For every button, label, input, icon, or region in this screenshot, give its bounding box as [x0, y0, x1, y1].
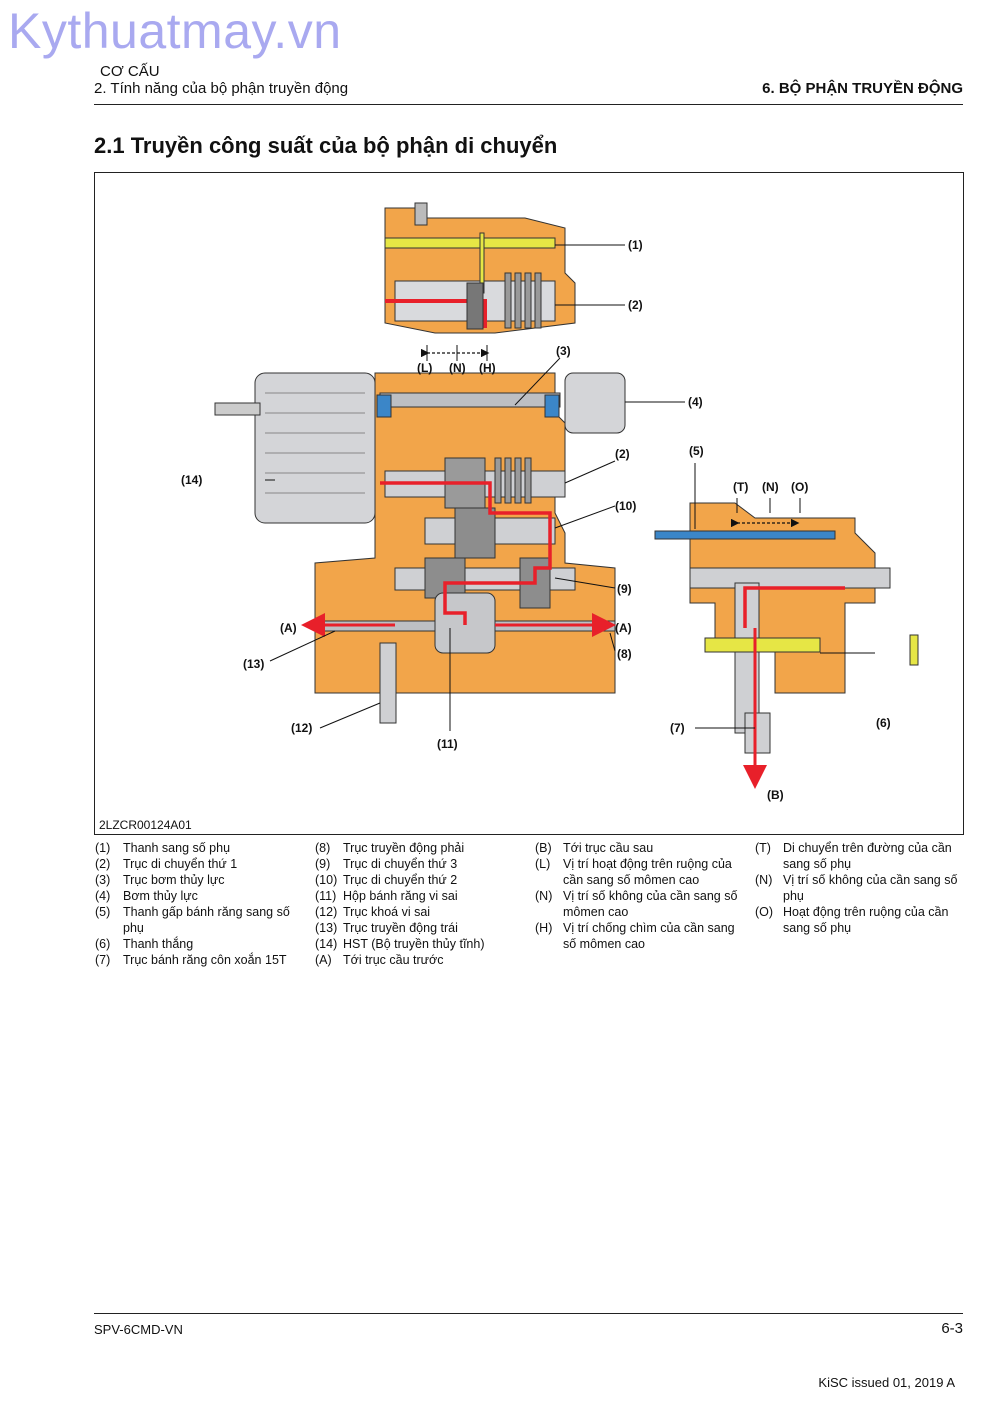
legend-item: (O)Hoạt động trên ruộng của cần sang số …	[755, 905, 949, 935]
footer-divider	[94, 1313, 963, 1314]
legend-item: (5)Thanh gấp bánh răng sang số phụ	[95, 905, 290, 935]
callout-10: (10)	[615, 499, 636, 513]
callout-1: (1)	[628, 238, 643, 252]
hst-block	[214, 372, 376, 524]
figure-code: 2LZCR00124A01	[99, 818, 192, 832]
header-divider	[94, 104, 963, 105]
watermark: Kythuatmay.vn	[8, 3, 342, 59]
header-section: CƠ CẤU	[100, 63, 160, 80]
top-housing	[384, 202, 576, 334]
right-assembly	[654, 502, 919, 789]
callout-8: (8)	[617, 647, 632, 661]
tno-indicator	[731, 498, 801, 528]
legend-item: (T)Di chuyển trên đường của cần sang số …	[755, 841, 952, 871]
callout-9: (9)	[617, 582, 632, 596]
callout-B: (B)	[767, 788, 784, 802]
legend-column-1: (1)Thanh sang số phụ (2)Trục di chuyển t…	[95, 840, 310, 968]
callout-L: (L)	[417, 361, 432, 375]
callout-A-right: (A)	[615, 621, 632, 635]
callout-3: (3)	[556, 344, 571, 358]
legend-item: (12)Trục khoá vi sai	[315, 905, 431, 919]
callout-H: (H)	[479, 361, 496, 375]
main-housing	[314, 372, 626, 724]
callout-13: (13)	[243, 657, 264, 671]
callout-T: (T)	[733, 480, 748, 494]
callout-4: (4)	[688, 395, 703, 409]
legend-item: (9)Trục di chuyển thứ 3	[315, 857, 458, 871]
callout-2a: (2)	[628, 298, 643, 312]
legend-item: (6)Thanh thắng	[95, 937, 194, 951]
diagram-drawing: (1) (2) (L) (N) (H) (3) (4) (5) (2) (14)…	[181, 202, 919, 802]
transmission-diagram: (1) (2) (L) (N) (H) (3) (4) (5) (2) (14)…	[94, 172, 964, 835]
legend-item: (3)Trục bơm thủy lực	[95, 873, 225, 887]
footer-issue: KiSC issued 01, 2019 A	[818, 1375, 955, 1390]
callout-N2: (N)	[762, 480, 779, 494]
legend-item: (1)Thanh sang số phụ	[95, 841, 231, 855]
legend-item: (7)Trục bánh răng côn xoắn 15T	[95, 953, 287, 967]
legend-column-3: (B)Tới trục cầu sau (L)Vị trí hoạt động …	[535, 840, 750, 952]
legend-item: (10)Trục di chuyển thứ 2	[315, 873, 458, 887]
legend-item: (H)Vị trí chống chìm của cần sang số môm…	[535, 921, 735, 951]
legend-item: (14)HST (Bộ truyền thủy tĩnh)	[315, 937, 485, 951]
callout-2b: (2)	[615, 447, 630, 461]
legend-item: (N)Vị trí số không của cần sang số phụ	[755, 873, 958, 903]
callout-14: (14)	[181, 473, 202, 487]
callout-A-left: (A)	[280, 621, 297, 635]
header-chapter: 6. BỘ PHẬN TRUYỀN ĐỘNG	[762, 80, 963, 97]
callout-O: (O)	[791, 480, 808, 494]
callout-N1: (N)	[449, 361, 466, 375]
callout-11: (11)	[437, 737, 458, 751]
legend-item: (13)Trục truyền động trái	[315, 921, 458, 935]
legend-item: (4)Bơm thủy lực	[95, 889, 198, 903]
legend-item: (L)Vị trí hoạt động trên ruộng của cần s…	[535, 857, 732, 887]
legend-item: (2)Trục di chuyển thứ 1	[95, 857, 238, 871]
legend-item: (A)Tới trục cầu trước	[315, 953, 444, 967]
page-title: 2.1 Truyền công suất của bộ phận di chuy…	[94, 133, 558, 158]
legend-item: (N)Vị trí số không của cần sang số mômen…	[535, 889, 738, 919]
lnh-indicator	[421, 345, 490, 361]
legend-item: (B)Tới trục cầu sau	[535, 841, 654, 855]
legend-column-4: (T)Di chuyển trên đường của cần sang số …	[755, 840, 967, 936]
callout-12: (12)	[291, 721, 312, 735]
footer-page-number: 6-3	[941, 1320, 963, 1337]
header-subsection: 2. Tính năng của bộ phận truyền động	[94, 80, 349, 97]
footer-doc-code: SPV-6CMD-VN	[94, 1322, 183, 1337]
callout-7: (7)	[670, 721, 685, 735]
callout-6: (6)	[876, 716, 891, 730]
legend-item: (8)Trục truyền động phải	[315, 841, 465, 855]
legend-column-2: (8)Trục truyền động phải (9)Trục di chuy…	[315, 840, 530, 968]
callout-5: (5)	[689, 444, 704, 458]
legend-item: (11)Hộp bánh răng vi sai	[315, 889, 458, 903]
